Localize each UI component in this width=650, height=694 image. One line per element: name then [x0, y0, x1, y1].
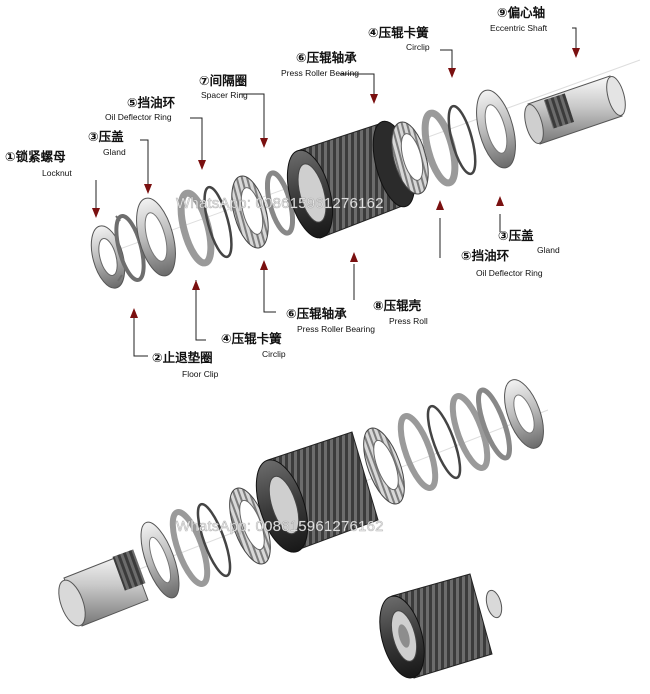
press-roller-bearing-top-label-en: Press Roller Bearing [281, 68, 359, 78]
floor-clip-label-en: Floor Clip [182, 369, 219, 379]
rings-left-bottom [140, 487, 271, 599]
eccentric-shaft-part [524, 75, 626, 145]
oil-deflector-right-part [421, 109, 459, 187]
gland-right-label-en: Gland [537, 245, 560, 255]
press-roll-part [286, 120, 416, 239]
watermark-top: WhatsApp: 008615961276162 [176, 195, 384, 212]
circlip-bottom-label-cn: ④压辊卡簧 [221, 331, 282, 346]
press-roll-label-en: Press Roll [389, 316, 428, 326]
shaft-bottom-part [58, 549, 149, 627]
press-roller-bearing-bottom-label-cn: ⑥压辊轴承 [286, 306, 347, 321]
circlip-top-label-cn: ④压辊卡簧 [368, 25, 429, 40]
gland-left-label-cn: ③压盖 [88, 129, 124, 144]
circlip-bottom-label-en: Circlip [262, 349, 286, 359]
gland-right-label-cn: ③压盖 [498, 228, 534, 243]
spacer-ring-part [264, 170, 296, 236]
oil-deflector-left-label-en: Oil Deflector Ring [105, 112, 172, 122]
oil-deflector-right-label-cn: ⑤挡油环 [461, 248, 510, 263]
assembled-roller-part [379, 573, 503, 679]
gland-left-label-en: Gland [103, 147, 126, 157]
press-roller-bearing-bottom-label-en: Press Roller Bearing [297, 324, 375, 334]
bottom-assembly-view [58, 379, 549, 679]
eccentric-shaft-label-en: Eccentric Shaft [490, 23, 548, 33]
eccentric-shaft-label-cn: ⑨偏心轴 [497, 5, 546, 20]
locknut-label-en: Locknut [42, 168, 72, 178]
watermark-bottom: WhatsApp: 008615961276162 [176, 518, 384, 535]
circlip-top-label-en: Circlip [406, 42, 430, 52]
press-roll-bottom-part [255, 431, 379, 553]
top-exploded-view [90, 27, 641, 357]
bearing-left-part [231, 175, 269, 249]
floor-clip-label-cn: ②止退垫圈 [152, 350, 213, 365]
gland-left-part [136, 197, 176, 277]
gland-right-part [476, 89, 516, 169]
circlip-right-part [447, 104, 477, 176]
locknut-label-cn: ①锁紧螺母 [5, 149, 66, 164]
locknut-part [90, 225, 126, 289]
arrows-top [92, 48, 580, 318]
bearing-right-part [391, 121, 429, 195]
leader-lines-top [95, 27, 577, 357]
circlip-left-part [203, 185, 233, 259]
rings-right-bottom [363, 379, 544, 505]
spacer-ring-label-en: Spacer Ring [201, 90, 248, 100]
press-roll-label-cn: ⑧压辊壳 [373, 298, 422, 313]
press-roller-bearing-top-label-cn: ⑥压辊轴承 [296, 50, 357, 65]
oil-deflector-right-label-en: Oil Deflector Ring [476, 268, 543, 278]
spacer-ring-label-cn: ⑦间隔圈 [199, 73, 248, 88]
oil-deflector-left-label-cn: ⑤挡油环 [127, 95, 176, 110]
